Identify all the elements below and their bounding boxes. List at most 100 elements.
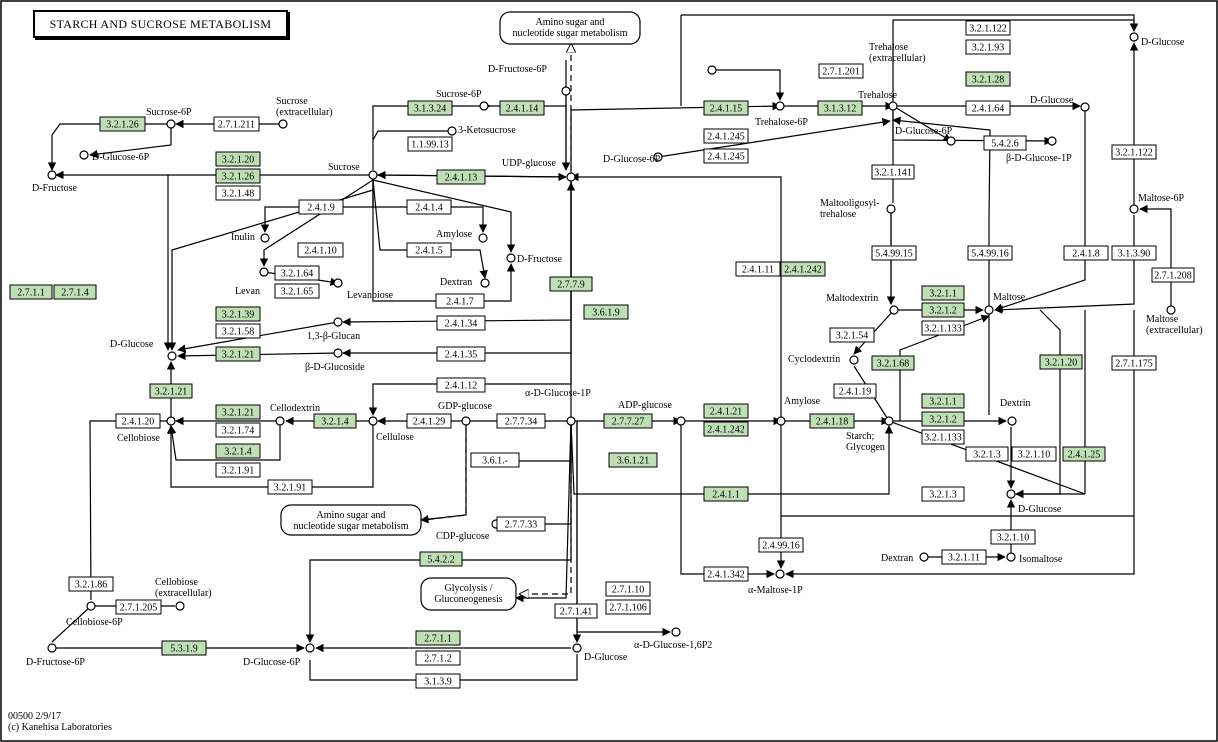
compound-node[interactable] <box>333 278 343 288</box>
enzyme-box[interactable]: 3.2.1.21 <box>149 383 193 399</box>
enzyme-box[interactable]: 2.4.1.1 <box>703 486 749 502</box>
enzyme-rect[interactable] <box>1063 245 1109 261</box>
enzyme-rect[interactable] <box>115 413 161 429</box>
compound-cellobiose6p[interactable]: Cellobiose-6P <box>66 601 123 628</box>
compound-adglc1p[interactable]: α-D-Glucose-1P <box>525 388 591 426</box>
enzyme-box[interactable]: 3.2.1.91 <box>267 479 313 495</box>
enzyme-rect[interactable] <box>53 284 97 300</box>
compound-dglucose_b[interactable]: D-Glucose <box>572 643 628 663</box>
enzyme-rect[interactable] <box>1062 446 1106 462</box>
compound-dglc6p_r[interactable]: D-Glucose-6P <box>895 126 956 146</box>
enzyme-box[interactable]: 2.7.1.2 <box>415 650 461 666</box>
compound-node[interactable] <box>886 204 896 214</box>
compound-node[interactable] <box>167 351 177 361</box>
compound-dglucose_mid[interactable]: D-Glucose <box>1030 95 1090 112</box>
enzyme-rect[interactable] <box>407 136 453 152</box>
enzyme-box[interactable]: 3.2.1.54 <box>829 327 875 343</box>
compound-node[interactable] <box>447 126 457 136</box>
enzyme-rect[interactable] <box>298 199 344 215</box>
enzyme-box[interactable]: 3.2.1.26 <box>99 116 146 132</box>
enzyme-box[interactable]: 3.2.1.122 <box>965 20 1011 36</box>
enzyme-rect[interactable] <box>215 346 261 362</box>
compound-adpglc[interactable]: ADP-glucose <box>618 400 686 426</box>
enzyme-rect[interactable] <box>965 39 1011 55</box>
compound-node[interactable] <box>889 305 899 315</box>
compound-bdglucoside[interactable]: β-D-Glucoside <box>305 348 365 373</box>
enzyme-box[interactable]: 2.7.1.4 <box>53 284 97 300</box>
compound-node[interactable] <box>368 416 378 426</box>
compound-sucrose6p_t[interactable]: Sucrose-6P <box>436 89 489 111</box>
enzyme-rect[interactable] <box>407 100 453 116</box>
enzyme-rect[interactable] <box>735 261 781 277</box>
enzyme-rect[interactable] <box>833 383 877 399</box>
compound-node[interactable] <box>1080 102 1090 112</box>
enzyme-rect[interactable] <box>435 293 485 309</box>
compound-node[interactable] <box>1007 416 1017 426</box>
compound-dextran_r[interactable]: Dextran <box>881 552 929 564</box>
compound-dglucose_tr[interactable]: D-Glucose <box>1129 32 1185 48</box>
enzyme-rect[interactable] <box>965 20 1011 36</box>
enzyme-box[interactable]: 5.3.1.9 <box>161 640 207 656</box>
enzyme-box[interactable]: 2.4.1.10 <box>297 242 344 258</box>
enzyme-rect[interactable] <box>215 462 261 478</box>
compound-cdpglc[interactable]: CDP-glucose <box>436 519 501 542</box>
compound-inulin[interactable]: Inulin <box>231 232 270 243</box>
enzyme-box[interactable]: 3.2.1.4 <box>215 443 261 459</box>
enzyme-rect[interactable] <box>215 151 261 167</box>
enzyme-box[interactable]: 2.4.1.14 <box>499 100 545 116</box>
compound-dglucose_br[interactable]: D-Glucose <box>1006 489 1062 515</box>
enzyme-box[interactable]: 5.4.2.6 <box>983 135 1027 151</box>
compound-trehalose_ext[interactable]: Trehalose(extracellular) <box>707 42 926 75</box>
enzyme-box[interactable]: 3.2.1.26 <box>215 168 261 184</box>
enzyme-box[interactable]: 3.2.1.20 <box>215 151 261 167</box>
enzyme-box[interactable]: 3.1.3.24 <box>407 100 453 116</box>
enzyme-rect[interactable] <box>780 261 826 277</box>
enzyme-box[interactable]: 2.4.1.35 <box>436 346 486 362</box>
enzyme-box[interactable]: 2.4.1.8 <box>1063 245 1109 261</box>
enzyme-rect[interactable] <box>818 63 864 79</box>
enzyme-box[interactable]: 3.2.1.122 <box>1111 144 1157 160</box>
enzyme-box[interactable]: 3.6.1.9 <box>583 304 629 320</box>
enzyme-box[interactable]: 2.4.1.18 <box>809 413 855 429</box>
enzyme-rect[interactable] <box>215 306 261 322</box>
enzyme-box[interactable]: 3.2.1.3 <box>921 486 965 502</box>
enzyme-box[interactable]: 3.2.1.28 <box>965 71 1011 87</box>
enzyme-box[interactable]: 3.2.1.2 <box>921 411 965 427</box>
enzyme-rect[interactable] <box>603 413 653 429</box>
enzyme-box[interactable]: 3.2.1.68 <box>871 355 915 371</box>
enzyme-box[interactable]: 3.2.1.48 <box>215 185 261 201</box>
enzyme-rect[interactable] <box>921 411 965 427</box>
compound-node[interactable] <box>1006 489 1016 499</box>
enzyme-rect[interactable] <box>1039 354 1083 370</box>
compound-node[interactable] <box>946 136 956 146</box>
enzyme-rect[interactable] <box>267 479 313 495</box>
compound-gdpglc[interactable]: GDP-glucose <box>438 401 492 426</box>
compound-node[interactable] <box>275 416 285 426</box>
enzyme-rect[interactable] <box>809 413 855 429</box>
enzyme-box[interactable]: 2.7.1.106 <box>605 599 651 615</box>
compound-node[interactable] <box>775 569 785 579</box>
compound-udpglc[interactable]: UDP-glucose <box>502 158 576 182</box>
compound-node[interactable] <box>478 233 488 243</box>
compound-node[interactable] <box>506 253 516 263</box>
enzyme-rect[interactable] <box>406 413 452 429</box>
compound-node[interactable] <box>775 101 785 111</box>
enzyme-rect[interactable] <box>965 100 1011 116</box>
compound-maltodextrin[interactable]: Maltodextrin <box>826 293 899 315</box>
enzyme-box[interactable]: 3.2.1.4 <box>313 413 357 429</box>
compound-dglc6p_l[interactable]: D-Glucose-6P <box>79 150 150 163</box>
enzyme-rect[interactable] <box>758 537 804 553</box>
enzyme-rect[interactable] <box>703 486 749 502</box>
compound-node[interactable] <box>707 65 717 75</box>
compound-node[interactable] <box>671 627 681 637</box>
enzyme-rect[interactable] <box>161 640 207 656</box>
compound-node[interactable] <box>305 643 315 653</box>
enzyme-rect[interactable] <box>1111 144 1157 160</box>
enzyme-rect[interactable] <box>1151 267 1195 283</box>
enzyme-box[interactable]: 2.4.1.13 <box>436 169 486 185</box>
enzyme-rect[interactable] <box>921 486 965 502</box>
enzyme-box[interactable]: 3.1.3.9 <box>415 673 461 689</box>
enzyme-rect[interactable] <box>703 128 749 144</box>
enzyme-box[interactable]: 2.4.1.245 <box>703 128 749 144</box>
compound-node[interactable] <box>175 601 185 611</box>
